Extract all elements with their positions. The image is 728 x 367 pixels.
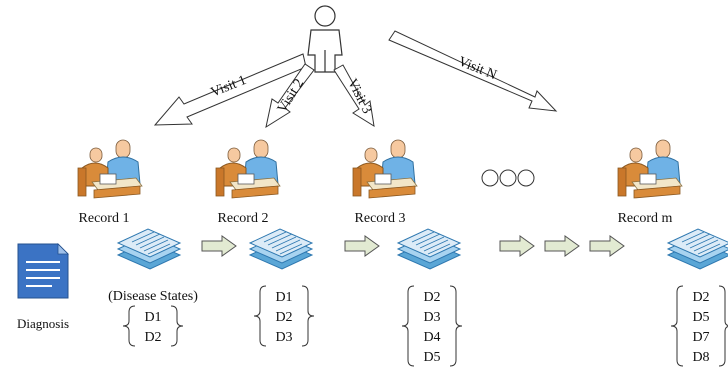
visit-arrow-n: Visit N bbox=[388, 30, 558, 112]
record-stack-1 bbox=[117, 228, 181, 270]
process-arrow-3 bbox=[499, 235, 535, 257]
diagnosis-code: D5 bbox=[692, 310, 709, 325]
record-label-3: Record 3 bbox=[355, 211, 406, 226]
visit-label-3: Visit 3 bbox=[344, 77, 374, 117]
process-arrow-1 bbox=[201, 235, 237, 257]
visit-label-2: Visit 2 bbox=[275, 77, 307, 116]
ellipsis-icon bbox=[481, 169, 535, 187]
diagnosis-code: D8 bbox=[692, 350, 709, 365]
record-stack-3 bbox=[397, 228, 461, 270]
diagnosis-code: D5 bbox=[423, 350, 440, 365]
doctor-icon-3 bbox=[352, 139, 418, 199]
diagnosis-code: D3 bbox=[423, 310, 440, 325]
record-label-m: Record m bbox=[618, 211, 673, 226]
diagnosis-code: D2 bbox=[692, 290, 709, 305]
process-arrow-5 bbox=[589, 235, 625, 257]
brace-right bbox=[449, 285, 463, 367]
record-stack-m bbox=[667, 228, 728, 270]
diagnosis-code: D2 bbox=[144, 330, 161, 345]
visit-label-n: Visit N bbox=[456, 54, 499, 83]
record-stack-2 bbox=[249, 228, 313, 270]
doctor-icon-2 bbox=[215, 139, 281, 199]
doctor-icon-m bbox=[617, 139, 683, 199]
process-arrow-4 bbox=[544, 235, 580, 257]
brace-right bbox=[170, 305, 184, 347]
diagnosis-document-icon bbox=[17, 243, 69, 299]
brace-left bbox=[122, 305, 136, 347]
diagnosis-code: D4 bbox=[423, 330, 440, 345]
diagnosis-code: D2 bbox=[275, 310, 292, 325]
brace-left bbox=[401, 285, 415, 367]
brace-left bbox=[670, 285, 684, 367]
diagnosis-label: Diagnosis bbox=[17, 316, 69, 331]
brace-right bbox=[301, 285, 315, 347]
diagnosis-code: D1 bbox=[144, 310, 161, 325]
diagnosis-code: D3 bbox=[275, 330, 292, 345]
record-label-1: Record 1 bbox=[79, 211, 130, 226]
diagnosis-code: D2 bbox=[423, 290, 440, 305]
disease-states-label: (Disease States) bbox=[108, 289, 198, 304]
diagnosis-code: D1 bbox=[275, 290, 292, 305]
brace-left bbox=[253, 285, 267, 347]
process-arrow-2 bbox=[344, 235, 380, 257]
doctor-icon-1 bbox=[77, 139, 143, 199]
brace-right bbox=[718, 285, 728, 367]
diagnosis-code: D7 bbox=[692, 330, 709, 345]
record-label-2: Record 2 bbox=[218, 211, 269, 226]
patient-icon bbox=[307, 5, 343, 73]
visit-arrow-3: Visit 3 bbox=[333, 64, 375, 128]
